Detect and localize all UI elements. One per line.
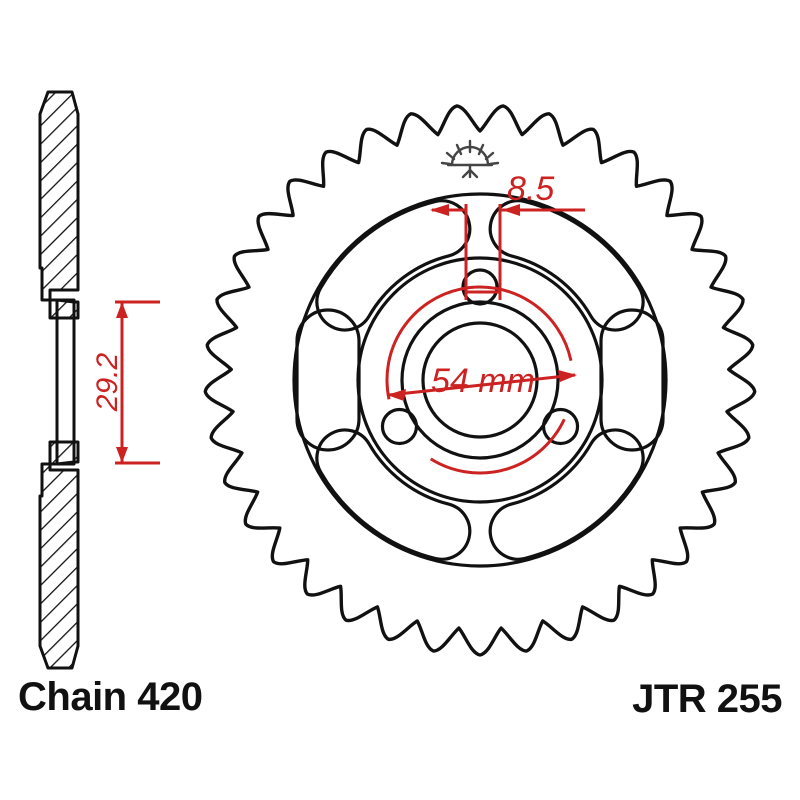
- section-outline-bottom: [38, 440, 80, 670]
- bolt-circle-arc-upper: [385, 285, 573, 400]
- dimension-value-bolt-circle: 54 mm: [431, 362, 535, 400]
- arrow-bcd-left: [387, 389, 406, 401]
- arrow-bore-top: [116, 302, 128, 318]
- curved-slot-lower-left: [315, 428, 472, 561]
- hatching-sunburst-symbol: [440, 139, 500, 179]
- arrow-hole-right: [502, 204, 520, 216]
- dimension-value-bore: 29.2: [91, 352, 124, 412]
- section-outline-top: [38, 90, 80, 320]
- bolt-circle-dimension-line: [388, 373, 576, 397]
- dimension-value-bolt-hole: 8.5: [507, 170, 554, 208]
- bolt-hole-1: [461, 268, 499, 306]
- part-number-label: JTR 255: [632, 677, 782, 721]
- curved-slot-lower-right: [488, 428, 645, 561]
- section-hatch-top: [40, 92, 78, 318]
- straight-slot-1: [295, 308, 361, 452]
- bolt-circle-arc-lower: [429, 418, 566, 475]
- arrow-hole-left: [430, 204, 449, 216]
- lightening-slot-group: [295, 199, 665, 561]
- sprocket-teeth-outline: [203, 104, 757, 657]
- front-face-view: [203, 104, 757, 657]
- chain-label: Chain 420: [18, 675, 202, 719]
- bolt-hole-3: [380, 407, 419, 446]
- bolt-hole-group: [380, 268, 580, 446]
- straight-slot-2: [599, 308, 665, 452]
- arrow-bcd-right: [558, 370, 577, 382]
- bolt-hole-2: [541, 407, 580, 446]
- dimension-bolt-circle: 54 mm: [385, 285, 577, 475]
- dimension-bolt-hole: 8.5: [430, 170, 585, 300]
- section-web-outline: [55, 298, 76, 466]
- section-hatch-bottom: [40, 442, 78, 668]
- curved-slot-upper-right: [488, 199, 645, 332]
- dimension-center-bore: 29.2: [91, 300, 160, 465]
- hub-inner-circle: [400, 300, 560, 460]
- side-section-view: [38, 90, 80, 670]
- curved-slot-upper-left: [315, 199, 472, 332]
- rim-circle: [292, 192, 668, 568]
- arrow-bore-bottom: [116, 447, 128, 463]
